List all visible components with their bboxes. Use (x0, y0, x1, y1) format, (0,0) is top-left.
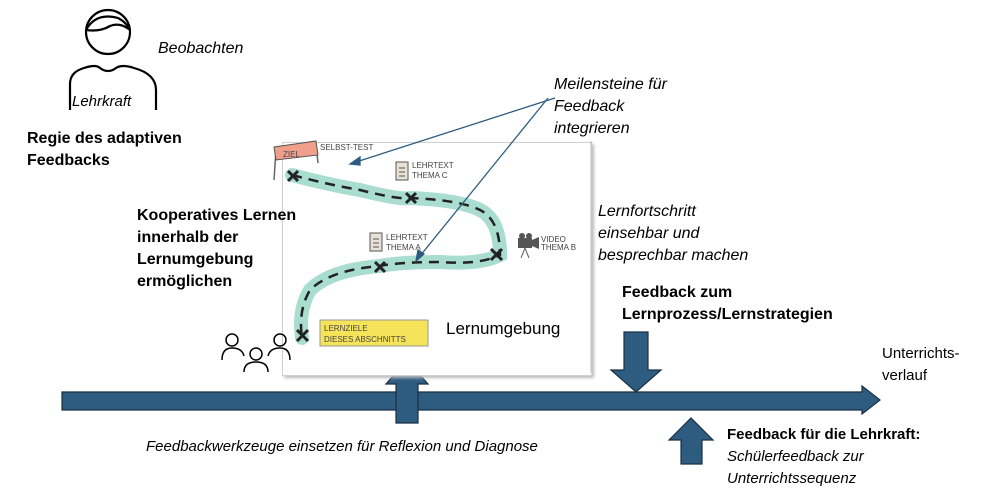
milestone-x-goal (286, 169, 300, 183)
milestones-line1: Meilensteine für (554, 76, 667, 93)
milestone-x-text-c (404, 191, 418, 205)
teacher-feedback-title: Feedback für die Lehrkraft: (727, 426, 921, 443)
teacher-feedback-line1: Schülerfeedback zur (727, 448, 864, 465)
milestones-line2: Feedback (554, 98, 625, 115)
milestone-x-text-a (373, 260, 387, 274)
milestones-line3: integrieren (554, 120, 630, 137)
text-c-label-1: LEHRTEXT (412, 161, 454, 170)
timeline-line1: Unterrichts- (882, 345, 960, 362)
process-feedback-note: Feedback zum Lernprozess/Lernstrategien (622, 282, 833, 326)
goal-flag-label: ZIEL (283, 150, 300, 159)
teacher-role-line2: Feedbacks (27, 152, 110, 169)
progress-line3: besprechbar machen (598, 247, 749, 264)
milestones-note: Meilensteine für Feedback integrieren (554, 74, 667, 140)
timeline-arrow (61, 384, 881, 416)
observe-label: Beobachten (158, 40, 244, 57)
teacher-feedback-note: Feedback für die Lehrkraft: Schülerfeedb… (727, 424, 920, 490)
text-a-label-2: THEMA A (386, 243, 421, 252)
timeline-label: Unterrichts- verlauf (882, 343, 960, 387)
teacher-role-line1: Regie des adaptiven (27, 130, 182, 147)
cooperative-line4: ermöglichen (137, 273, 233, 290)
group-icon (221, 333, 291, 373)
video-label-2: THEMA B (541, 243, 576, 252)
video-camera-icon (518, 233, 539, 259)
selftest-label: SELBST-TEST (320, 143, 373, 152)
text-c-label-2: THEMA C (412, 171, 448, 180)
video-label-1: VIDEO (541, 235, 566, 244)
goal-flag-icon: ZIEL (273, 140, 319, 181)
cooperative-learning-note: Kooperatives Lernen innerhalb der Lernum… (137, 205, 296, 293)
goals-label-2: DIESES ABSCHNITTS (324, 335, 406, 344)
goals-label-1: LERNZIELE (324, 324, 368, 333)
process-feedback-line1: Feedback zum (622, 284, 733, 301)
progress-note: Lernfortschritt einsehbar und besprechba… (598, 201, 748, 267)
learning-path (285, 168, 508, 345)
cooperative-line2: innerhalb der (137, 229, 239, 246)
progress-line1: Lernfortschritt (598, 203, 696, 220)
document-icon (369, 232, 383, 252)
cooperative-line3: Lernumgebung (137, 251, 254, 268)
milestone-marks (286, 169, 504, 343)
cooperative-line1: Kooperatives Lernen (137, 207, 297, 224)
process-feedback-down-arrow (609, 331, 663, 393)
tools-note: Feedbackwerkzeuge einsetzen für Reflexio… (146, 438, 538, 455)
progress-line2: einsehbar und (598, 225, 700, 242)
text-a-label-1: LEHRTEXT (386, 233, 428, 242)
learning-goals-sticky (319, 319, 429, 347)
process-feedback-line2: Lernprozess/Lernstrategien (622, 306, 833, 323)
teacher-label: Lehrkraft (72, 93, 132, 110)
milestone-x-video (489, 247, 504, 262)
teacher-feedback-line2: Unterrichtssequenz (727, 470, 857, 487)
document-icon (395, 161, 409, 181)
teacher-icon (68, 8, 158, 110)
learning-environment-label: Lernumgebung (446, 319, 561, 338)
teacher-role-title: Regie des adaptiven Feedbacks (27, 128, 182, 172)
milestone-pointer-arrows (348, 97, 556, 263)
teacher-feedback-up-arrow (667, 417, 715, 465)
timeline-line2: verlauf (882, 367, 928, 384)
milestone-x-start (295, 328, 310, 343)
